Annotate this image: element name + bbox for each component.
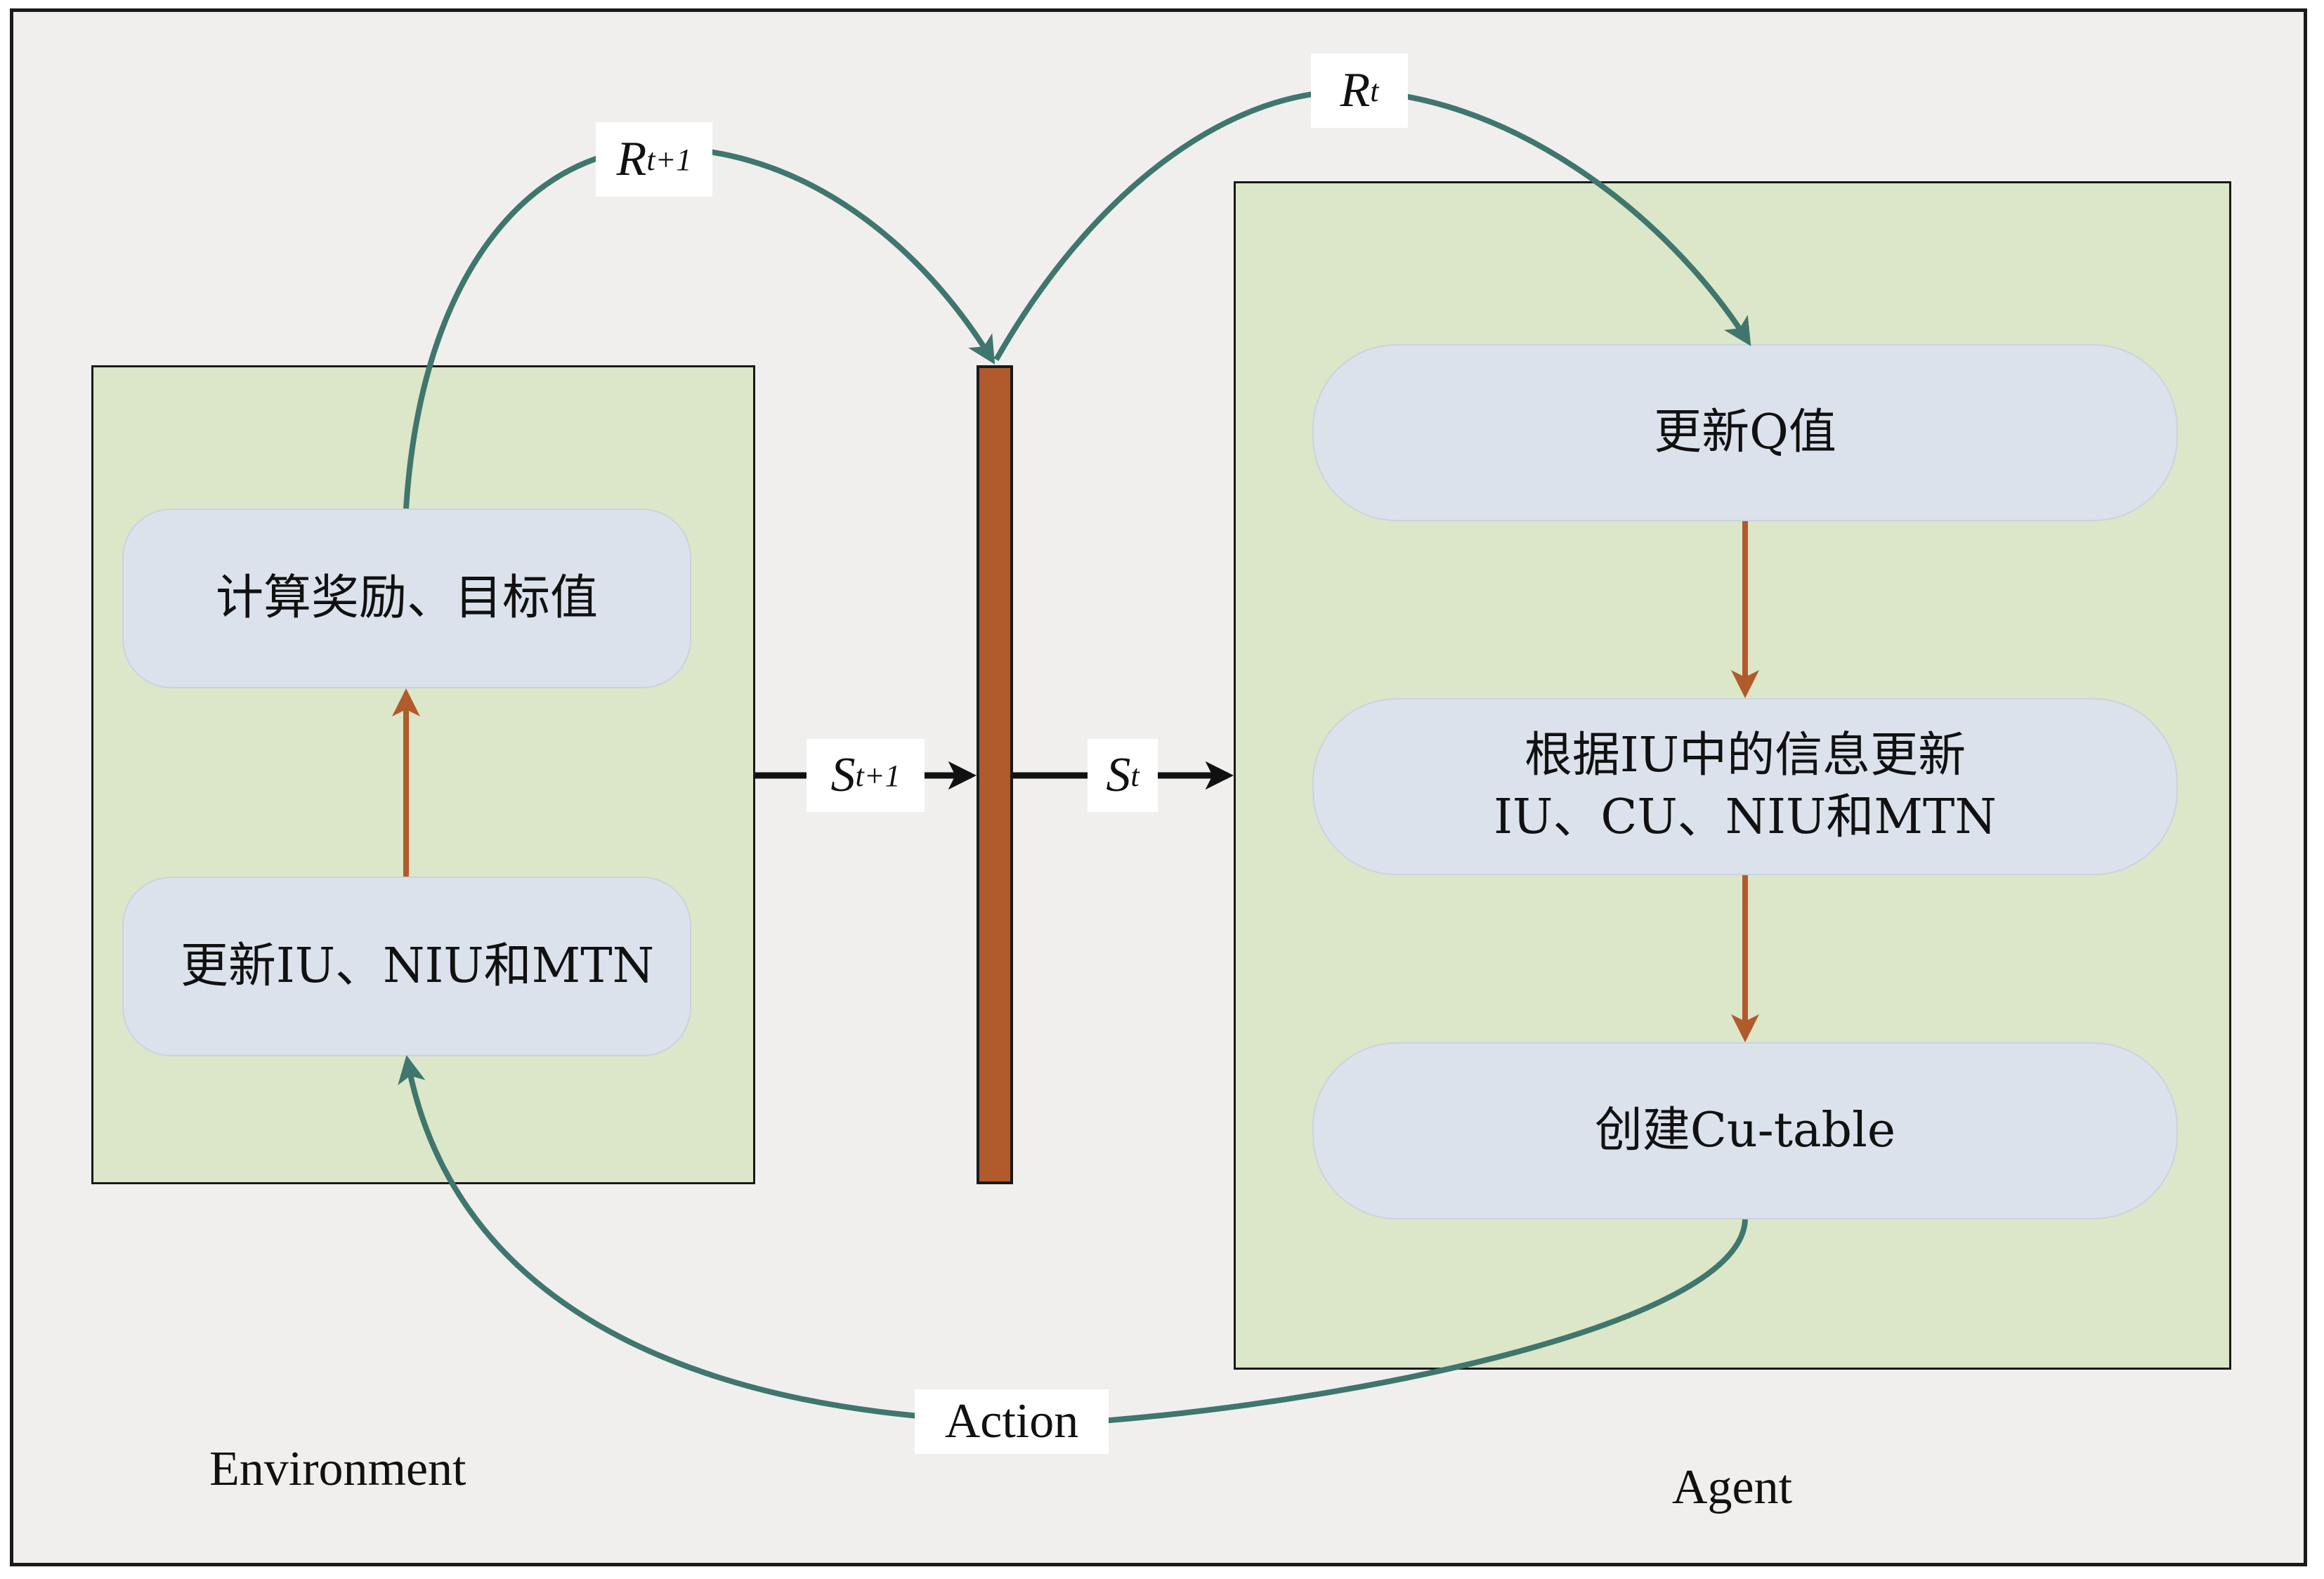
action-curve xyxy=(398,1055,1748,1424)
state-t-symbol: S xyxy=(1106,748,1131,802)
reward-next-symbol: R xyxy=(616,132,647,186)
reward-next-curve xyxy=(403,145,995,509)
reward-t-symbol: R xyxy=(1340,63,1371,117)
agent-caption: Agent xyxy=(1672,1460,1793,1514)
reward-t-subscript: t xyxy=(1370,73,1379,108)
reward-t-curve xyxy=(993,88,1751,361)
compute-reward-node: 计算奖励、目标值 xyxy=(122,509,691,688)
action-label: Action xyxy=(915,1389,1109,1454)
update-from-iu-node: 根据IU中的信息更新 IU、CU、NIU和MTN xyxy=(1312,698,2178,875)
environment-caption: Environment xyxy=(209,1442,466,1496)
update-iu-niu-mtn-node: 更新IU、NIU和MTN xyxy=(122,877,691,1056)
state-next-symbol: S xyxy=(830,748,856,802)
state-t-subscript: t xyxy=(1130,758,1140,793)
reward-next-subscript: t+1 xyxy=(646,142,692,177)
create-cu-table-node: 创建Cu-table xyxy=(1312,1042,2178,1219)
update-q-value-node: 更新Q值 xyxy=(1312,344,2178,521)
state-next-subscript: t+1 xyxy=(855,758,901,793)
interface-bar xyxy=(977,365,1013,1184)
